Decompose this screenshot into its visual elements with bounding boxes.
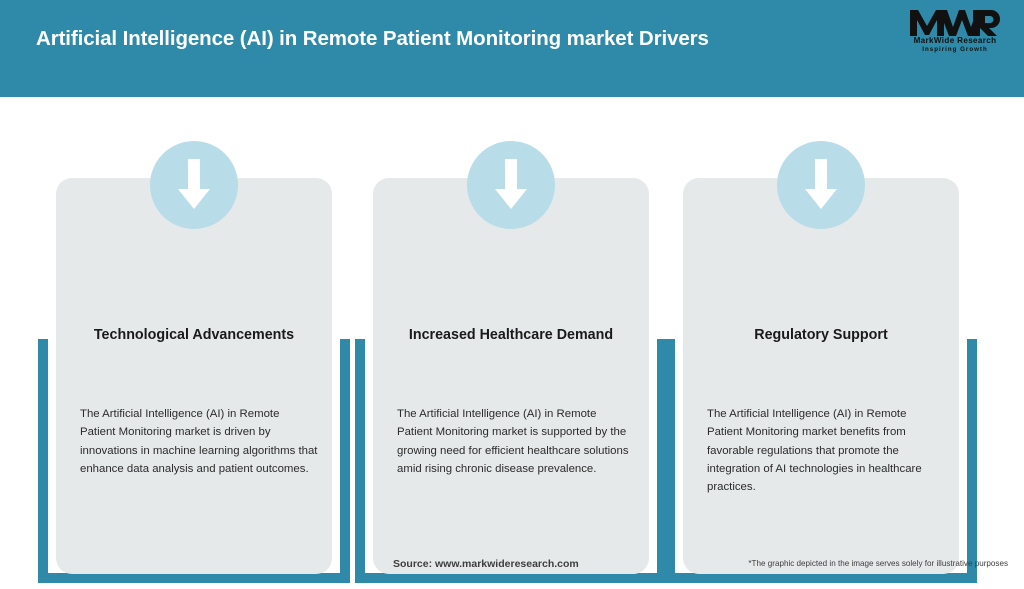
card-title: Technological Advancements: [93, 327, 295, 343]
driver-card-3: Regulatory Support The Artificial Intell…: [665, 141, 977, 589]
card-body-text: The Artificial Intelligence (AI) in Remo…: [397, 408, 629, 475]
card-panel: Increased Healthcare Demand The Artifici…: [373, 178, 649, 574]
down-arrow-glyph: [805, 159, 837, 209]
down-arrow-glyph: [178, 159, 210, 209]
down-arrow-icon: [467, 141, 555, 229]
page-title: Artificial Intelligence (AI) in Remote P…: [36, 27, 709, 50]
disclaimer-label: *The graphic depicted in the image serve…: [748, 559, 1008, 568]
mwr-monogram-icon: [910, 10, 1000, 36]
card-body-text: The Artificial Intelligence (AI) in Remo…: [707, 408, 922, 494]
logo-tagline: Inspiring Growth: [922, 46, 988, 53]
driver-card-2: Increased Healthcare Demand The Artifici…: [355, 141, 667, 589]
page-header: Artificial Intelligence (AI) in Remote P…: [0, 0, 1024, 97]
logo-company-name: MarkWide Research: [913, 36, 997, 45]
card-title: Increased Healthcare Demand: [408, 327, 614, 343]
down-arrow-icon: [150, 141, 238, 229]
driver-card-1: Technological Advancements The Artificia…: [38, 141, 350, 589]
card-body-text: The Artificial Intelligence (AI) in Remo…: [80, 408, 318, 475]
down-arrow-icon: [777, 141, 865, 229]
source-label: Source: www.markwideresearch.com: [393, 558, 579, 570]
card-title: Regulatory Support: [754, 327, 888, 343]
card-panel: Technological Advancements The Artificia…: [56, 178, 332, 574]
markwide-research-logo: MarkWide Research Inspiring Growth: [902, 9, 1008, 59]
down-arrow-glyph: [495, 159, 527, 209]
card-panel: Regulatory Support The Artificial Intell…: [683, 178, 959, 574]
drivers-card-row: Technological Advancements The Artificia…: [0, 97, 1024, 583]
